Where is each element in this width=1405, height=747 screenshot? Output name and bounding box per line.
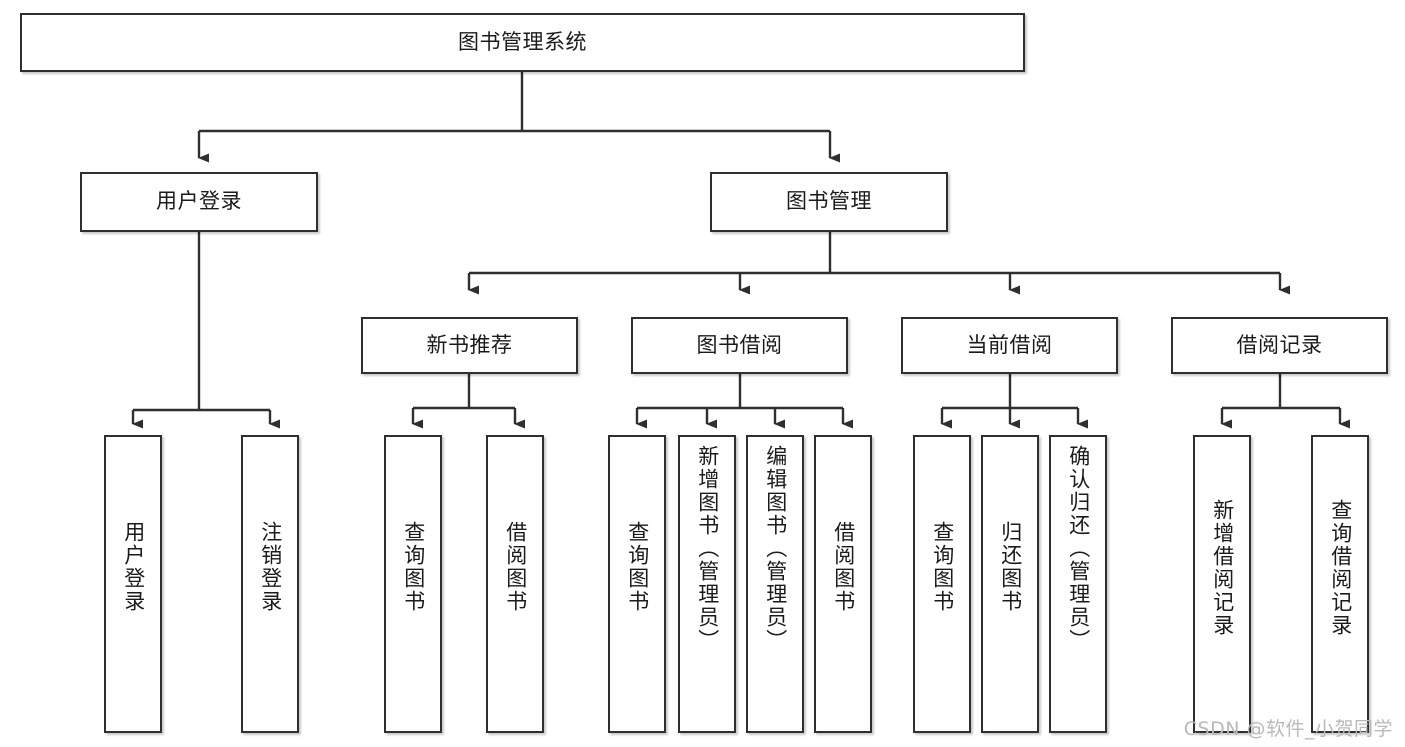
leaf-query-book-1[interactable]: 查询图书	[384, 435, 442, 733]
leaf-user-login[interactable]: 用户登录	[104, 435, 162, 733]
node-borrow-record-label: 借阅记录	[1236, 332, 1323, 357]
node-current-borrow-label: 当前借阅	[966, 332, 1053, 357]
leaf-borrow-book-2-label: 借阅图书	[831, 521, 856, 613]
node-user-login-label: 用户登录	[156, 189, 242, 214]
leaf-logout-login-label: 注销登录	[258, 521, 283, 613]
leaf-add-record[interactable]: 新增借阅记录	[1193, 435, 1251, 733]
node-book-borrow-label: 图书借阅	[696, 332, 783, 357]
leaf-edit-book[interactable]: 编辑图书（管理员）	[746, 435, 804, 733]
leaf-logout-login[interactable]: 注销登录	[241, 435, 299, 733]
leaf-user-login-label: 用户登录	[121, 521, 146, 613]
leaf-add-record-label: 新增借阅记录	[1210, 499, 1235, 637]
leaf-add-book-label: 新增图书（管理员）	[695, 445, 720, 652]
leaf-borrow-book-1-label: 借阅图书	[503, 521, 528, 613]
csdn-watermark: CSDN @软件_小贺同学	[1183, 718, 1393, 740]
leaf-return-book-label: 归还图书	[998, 521, 1023, 613]
node-new-book-rec-label: 新书推荐	[426, 332, 513, 357]
leaf-confirm-return-label: 确认归还（管理员）	[1066, 445, 1091, 652]
node-borrow-record[interactable]: 借阅记录	[1171, 317, 1388, 374]
leaf-query-book-3-label: 查询图书	[930, 521, 955, 613]
leaf-query-record[interactable]: 查询借阅记录	[1311, 435, 1369, 733]
leaf-query-book-2-label: 查询图书	[625, 521, 650, 613]
leaf-query-book-1-label: 查询图书	[401, 521, 426, 613]
node-current-borrow[interactable]: 当前借阅	[901, 317, 1118, 374]
leaf-query-book-3[interactable]: 查询图书	[913, 435, 971, 733]
node-root-label: 图书管理系统	[458, 29, 587, 54]
node-book-manage-label: 图书管理	[786, 189, 872, 214]
leaf-return-book[interactable]: 归还图书	[981, 435, 1039, 733]
node-new-book-rec[interactable]: 新书推荐	[361, 317, 578, 374]
node-book-borrow[interactable]: 图书借阅	[631, 317, 848, 374]
node-book-manage[interactable]: 图书管理	[710, 172, 948, 232]
leaf-borrow-book-2[interactable]: 借阅图书	[814, 435, 872, 733]
node-root[interactable]: 图书管理系统	[20, 13, 1025, 72]
node-user-login[interactable]: 用户登录	[80, 172, 318, 232]
leaf-borrow-book-1[interactable]: 借阅图书	[486, 435, 544, 733]
leaf-edit-book-label: 编辑图书（管理员）	[763, 445, 788, 652]
leaf-confirm-return[interactable]: 确认归还（管理员）	[1049, 435, 1107, 733]
leaf-query-book-2[interactable]: 查询图书	[608, 435, 666, 733]
leaf-query-record-label: 查询借阅记录	[1328, 499, 1353, 637]
leaf-add-book[interactable]: 新增图书（管理员）	[678, 435, 736, 733]
